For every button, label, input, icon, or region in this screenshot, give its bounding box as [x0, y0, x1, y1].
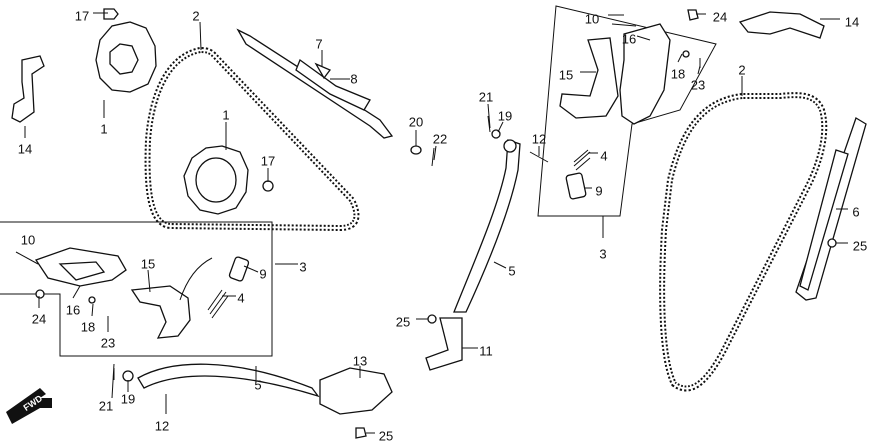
forward-arrow [6, 388, 52, 424]
callout-label-c3a: 3 [299, 259, 306, 274]
callout-leader-c21a [111, 363, 115, 399]
callout-leader-c22 [433, 145, 437, 161]
callout-label-c16b: 16 [622, 31, 636, 46]
callout-label-c19a: 19 [121, 391, 135, 406]
callout-label-c5a: 5 [254, 377, 261, 392]
callout-label-c21b: 21 [479, 89, 493, 104]
bolt-24 [687, 9, 699, 21]
callout-leader-c18a [91, 303, 94, 317]
tensioner-assembly-right [559, 23, 701, 200]
callout-label-c24b: 24 [713, 9, 727, 24]
callout-leader-c16a [72, 285, 81, 299]
callout-label-c10a: 10 [21, 232, 35, 247]
callout-label-c25a: 25 [379, 428, 393, 443]
callout-label-c13: 13 [353, 353, 367, 368]
callout-label-c9a: 9 [259, 266, 266, 281]
callout-label-c19b: 19 [498, 108, 512, 123]
callout-label-c11: 11 [479, 343, 493, 358]
screw-22 [431, 147, 435, 167]
bracket-right [738, 11, 825, 39]
bracket-11 [425, 317, 463, 371]
callout-label-c20: 20 [409, 114, 423, 129]
tensioner-box-right [537, 5, 717, 217]
washer-20 [410, 145, 422, 155]
crank-sprocket [183, 145, 249, 215]
callout-label-c16a: 16 [66, 302, 80, 317]
cam-chain-left [144, 46, 360, 232]
callout-label-c4b: 4 [600, 148, 607, 163]
callout-label-c22: 22 [433, 131, 447, 146]
cam-sprocket [95, 21, 157, 93]
callout-label-c2a: 2 [192, 8, 199, 23]
callout-leader-c19b [497, 121, 504, 133]
callout-leader-c15a [147, 269, 151, 293]
callout-label-c18a: 18 [81, 319, 95, 334]
callout-leader-c21b [487, 103, 491, 129]
callout-label-c21a: 21 [99, 398, 113, 413]
cam-chain-right [659, 92, 828, 392]
callout-label-c5b: 5 [508, 263, 515, 278]
callout-label-c18b: 18 [671, 66, 685, 81]
callout-label-c3b: 3 [599, 246, 606, 261]
callout-label-c2b: 2 [738, 62, 745, 77]
callout-label-c7: 7 [315, 36, 322, 51]
bracket-13 [319, 367, 393, 415]
bolt-top [103, 8, 119, 20]
callout-label-c1a: 1 [100, 121, 107, 136]
callout-label-c12b: 12 [532, 131, 546, 146]
bracket-left [11, 55, 45, 123]
callout-leader-c16b [636, 35, 651, 41]
chain-guide-upper [236, 28, 394, 139]
callout-label-c23b: 23 [691, 77, 705, 92]
tensioner-assembly-left [34, 247, 250, 339]
callout-label-c12a: 12 [155, 418, 169, 433]
callout-label-c15a: 15 [141, 256, 155, 271]
callout-label-c4a: 4 [237, 290, 244, 305]
callout-leader-c9a [243, 265, 259, 273]
callout-leader-c10a [15, 251, 39, 265]
tensioner-arm-middle [425, 115, 549, 371]
callout-leader-c23b [697, 65, 701, 75]
callout-label-c6: 6 [852, 204, 859, 219]
callout-label-c14b: 14 [845, 14, 859, 29]
callout-label-c10b: 10 [585, 11, 599, 26]
tensioner-box-left [0, 221, 273, 357]
callout-leader-c5b [493, 261, 507, 269]
callout-label-c14a: 14 [18, 141, 32, 156]
callout-label-c9b: 9 [595, 183, 602, 198]
callout-leader-c2a [199, 21, 202, 51]
chain-guide-right [795, 117, 867, 301]
bolt-17 [262, 180, 274, 192]
callout-label-c17b: 17 [261, 153, 275, 168]
pin-7 [314, 62, 332, 80]
callout-label-c8: 8 [350, 71, 357, 86]
callout-label-c25c: 25 [853, 238, 867, 253]
callout-label-c24a: 24 [32, 311, 46, 326]
callout-label-c23a: 23 [101, 335, 115, 350]
callout-leader-c18b [677, 53, 683, 63]
callout-label-c15b: 15 [559, 67, 573, 82]
callout-label-c17a: 17 [75, 8, 89, 23]
callout-label-c1b: 1 [222, 107, 229, 122]
callout-label-c25b: 25 [396, 314, 410, 329]
tensioner-guide-lower [113, 363, 393, 439]
